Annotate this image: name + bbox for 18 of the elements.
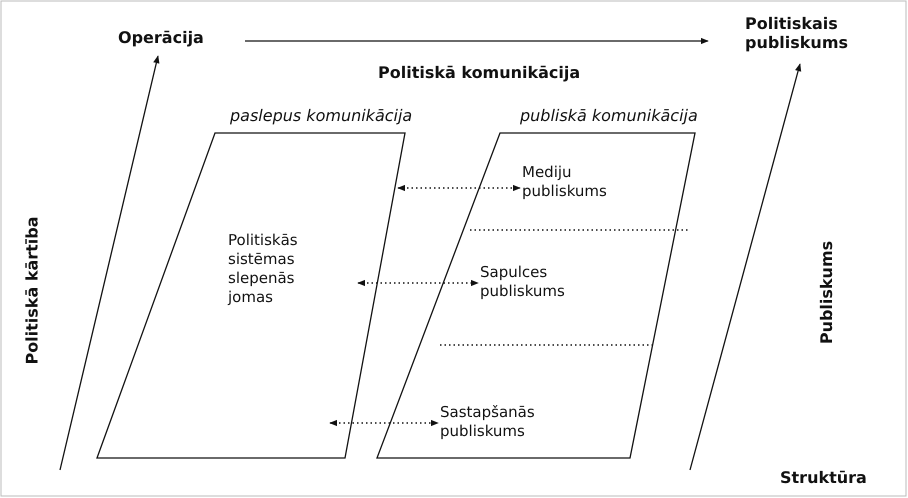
axis-end-label: Operācija [118, 28, 238, 47]
audience-label: Sapulces publiskums [480, 263, 590, 301]
section-heading: Politiskā komunikācija [378, 63, 580, 82]
area-text: Politiskās sistēmas slepenās jomas [228, 231, 299, 307]
axis-end-label: Politiskais publiskums [745, 14, 885, 52]
arrow [245, 38, 709, 44]
dotted-double-arrow [329, 420, 439, 426]
axis-label: Politiskā kārtība [22, 216, 42, 364]
dotted-double-arrow [357, 280, 479, 286]
arrow [689, 63, 802, 470]
axis-label: Publiskums [816, 240, 836, 344]
group-heading: publiskā komunikācija [520, 106, 698, 125]
audience-label: Sastapšanās publiskums [440, 403, 560, 441]
audience-label: Mediju publiskums [522, 163, 632, 201]
group-heading: paslepus komunikācija [230, 106, 412, 125]
axis-label: Struktūra [780, 468, 867, 487]
dotted-double-arrow [397, 184, 521, 192]
arrow [59, 55, 160, 470]
